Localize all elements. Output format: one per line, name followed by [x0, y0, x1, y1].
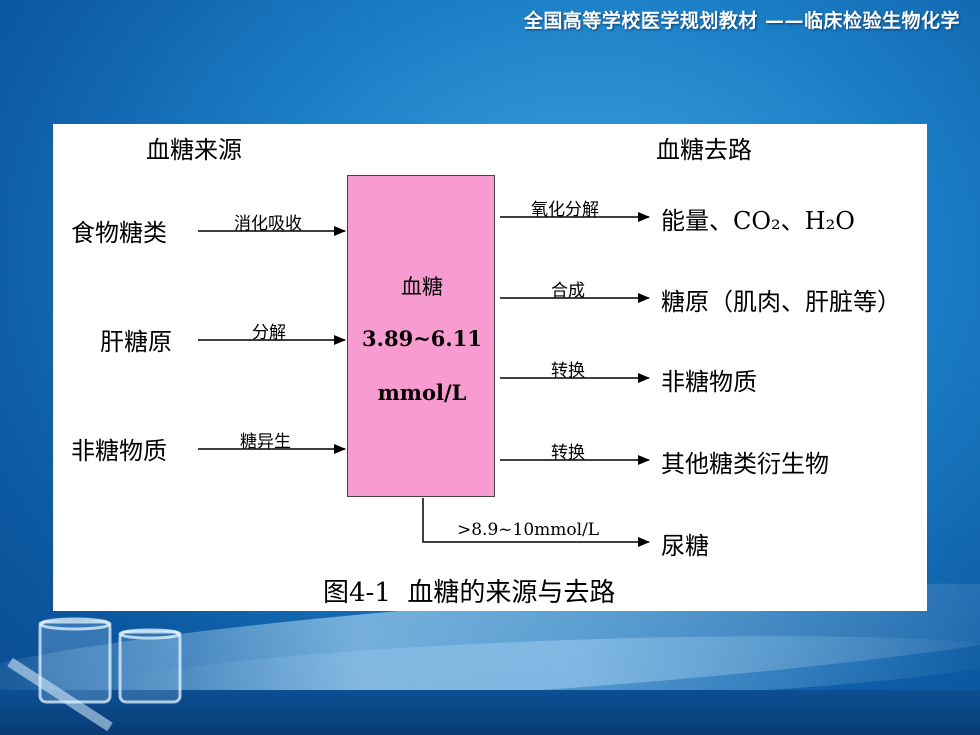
blood-glucose-box: 血糖 3.89~6.11 mmol/L — [347, 175, 495, 497]
dest-label-energy: 能量、CO₂、H₂O — [661, 207, 855, 235]
figure-caption: 图4-1 血糖的来源与去路 — [323, 578, 616, 608]
source-process-breakdown: 分解 — [252, 323, 286, 343]
dest-process-synthesis: 合成 — [551, 281, 585, 301]
sources-heading: 血糖来源 — [146, 136, 242, 164]
blood-glucose-title: 血糖 — [401, 275, 443, 299]
header-title: 全国高等学校医学规划教材 ——临床检验生物化学 — [523, 10, 960, 32]
bottom-band — [0, 690, 980, 735]
lab-glassware-icon — [7, 617, 182, 732]
dest-process-oxidation: 氧化分解 — [531, 200, 599, 220]
arrow-threshold — [422, 498, 650, 547]
dest-process-conversion-1: 转换 — [551, 361, 585, 381]
dest-label-derivatives: 其他糖类衍生物 — [661, 450, 829, 478]
source-label-food: 食物糖类 — [71, 219, 167, 247]
threshold-label: >8.9~10mmol/L — [457, 520, 600, 540]
dest-label-glycogen: 糖原（肌肉、肝脏等） — [661, 288, 901, 316]
dest-label-nonsugar: 非糖物质 — [661, 368, 757, 396]
source-label-nonsugar: 非糖物质 — [71, 437, 167, 465]
threshold-result-glycosuria: 尿糖 — [661, 532, 709, 560]
dest-process-conversion-2: 转换 — [551, 443, 585, 463]
source-process-gluconeogenesis: 糖异生 — [240, 432, 291, 452]
diagram-arrows — [198, 212, 650, 547]
source-process-digestion: 消化吸收 — [234, 214, 302, 234]
diagram-panel: 血糖来源 血糖去路 食物糖类 消化吸收 肝糖原 分解 非糖物质 糖异生 血糖 3… — [53, 124, 927, 611]
destinations-heading: 血糖去路 — [656, 136, 752, 164]
blood-glucose-range: 3.89~6.11 — [362, 326, 482, 351]
blood-glucose-unit: mmol/L — [377, 380, 467, 405]
source-label-liver-glycogen: 肝糖原 — [100, 328, 172, 356]
